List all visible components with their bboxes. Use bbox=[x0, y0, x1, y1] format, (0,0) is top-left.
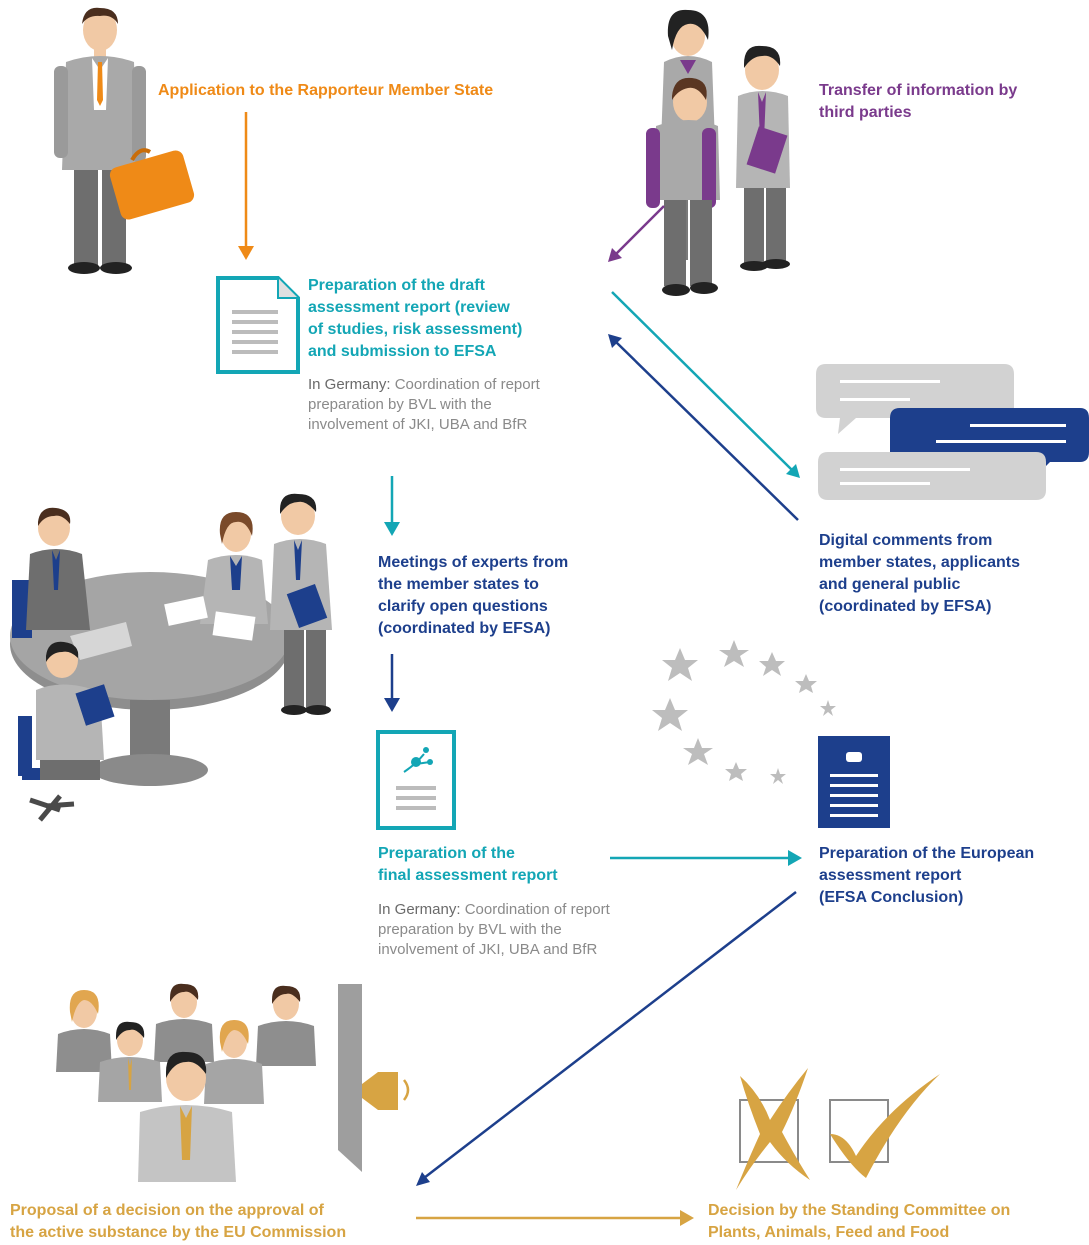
commission-group-icon bbox=[56, 983, 316, 1182]
megaphone-icon bbox=[338, 984, 410, 1172]
draft-note-prefix: In Germany: bbox=[308, 376, 391, 393]
draft-note-text: Coordination of report preparation by BV… bbox=[308, 376, 540, 433]
document-icon bbox=[216, 276, 300, 374]
businessman-with-briefcase-icon bbox=[54, 7, 195, 274]
document-with-plant-icon bbox=[376, 730, 456, 830]
draft-report-label: Preparation of the draft assessment repo… bbox=[308, 277, 523, 360]
proposal-label: Proposal of a decision on the approval o… bbox=[10, 1202, 347, 1241]
third-parties-label: Transfer of information by third parties bbox=[819, 82, 1018, 121]
meetings-label: Meetings of experts from the member stat… bbox=[378, 554, 569, 637]
final-report-label: Preparation of the final assessment repo… bbox=[378, 845, 558, 884]
draft-report-note: In Germany: Coordination of report prepa… bbox=[308, 375, 558, 435]
meeting-table-icon bbox=[10, 493, 332, 822]
final-note-prefix: In Germany: bbox=[378, 901, 461, 918]
decision-label: Decision by the Standing Committee on Pl… bbox=[708, 1202, 1011, 1241]
final-note-text: Coordination of report preparation by BV… bbox=[378, 901, 610, 958]
european-report-label: Preparation of the European assessment r… bbox=[819, 845, 1035, 906]
comments-label: Digital comments from member states, app… bbox=[819, 532, 1020, 615]
group-of-people-icon bbox=[646, 9, 790, 296]
efsa-document-icon bbox=[818, 736, 890, 828]
vote-cross-check-icon bbox=[736, 1068, 940, 1190]
application-label: Application to the Rapporteur Member Sta… bbox=[158, 82, 494, 99]
eu-stars-icon bbox=[652, 640, 836, 784]
final-report-note: In Germany: Coordination of report prepa… bbox=[378, 900, 638, 960]
speech-bubbles-icon bbox=[816, 364, 1089, 500]
